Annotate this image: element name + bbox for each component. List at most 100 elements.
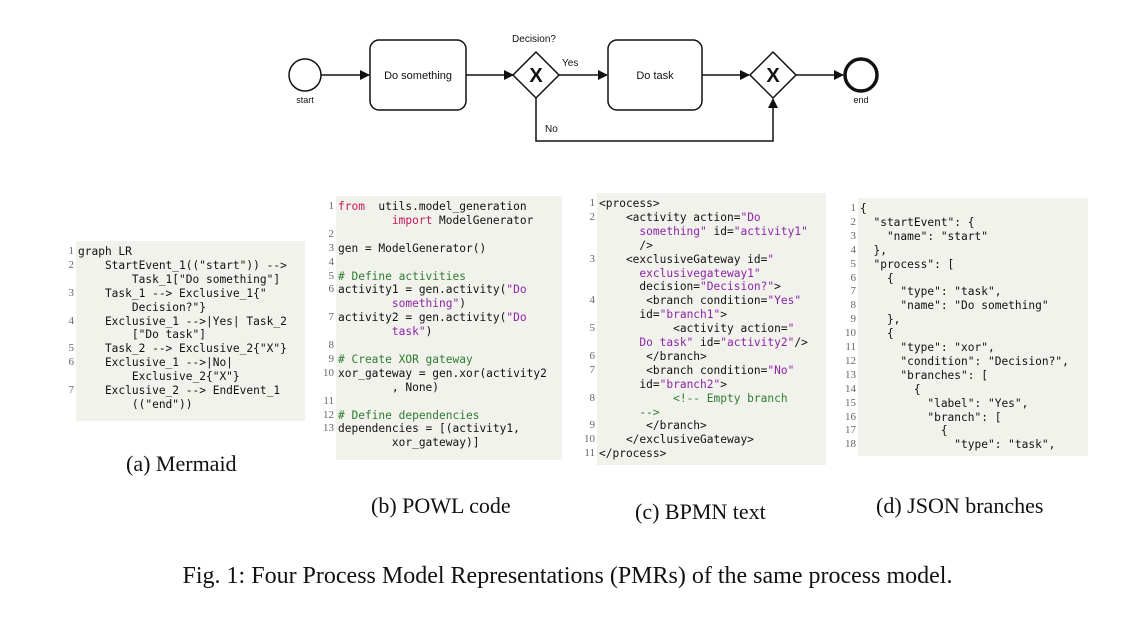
code-token: "No"	[767, 363, 795, 377]
code-line: },	[860, 243, 887, 257]
code-token: activity1 = gen.activity(	[338, 283, 507, 297]
code-line: # Define activities	[338, 270, 466, 284]
code-line: -->	[599, 405, 660, 420]
code-token: "Do	[506, 311, 527, 325]
code-token: >	[720, 308, 727, 322]
code-line: # Define dependencies	[338, 409, 479, 423]
code-token: # Define dependencies	[338, 408, 480, 422]
code-line: />	[599, 239, 652, 253]
code-token: activity2 = gen.activity(	[338, 311, 507, 325]
code-token: </branch>	[599, 349, 707, 363]
code-line: <!-- Empty branch	[599, 392, 788, 406]
code-line: task")	[338, 325, 432, 339]
code-line: (("end"))	[78, 397, 193, 411]
code-line: {	[860, 382, 921, 396]
code-line: dependencies = [(activity1,	[338, 422, 520, 436]
line-number: 14	[845, 382, 856, 395]
code-token: task"	[338, 325, 426, 339]
code-line: "name": "Do something"	[860, 299, 1049, 313]
line-number: 7	[328, 311, 335, 324]
line-number: 7	[68, 384, 75, 396]
code-token: id=	[693, 336, 721, 349]
code-token: >	[774, 280, 781, 294]
line-number: 1	[850, 202, 857, 214]
line-number: 5	[328, 269, 335, 282]
code-line: something" id="activity1"	[599, 224, 807, 239]
code-token: <activity action=	[599, 322, 788, 336]
code-token: "Yes"	[767, 294, 802, 308]
code-token	[338, 214, 392, 227]
code-token: <exclusiveGateway id=	[599, 252, 768, 266]
code-line: Task_1["Do something"]	[78, 272, 281, 286]
line-number: 1	[68, 245, 75, 257]
code-token: "branch2"	[659, 377, 721, 391]
code-token: import	[391, 213, 433, 227]
task1-label: Do something	[384, 70, 452, 82]
code-token: -->	[599, 405, 660, 419]
code-line: "process": [	[860, 257, 955, 271]
code-line: },	[860, 313, 901, 327]
flow-no	[535, 98, 778, 142]
line-number: 6	[850, 271, 857, 284]
line-number: 12	[323, 408, 334, 421]
code-token: something"	[338, 297, 460, 311]
code-token: <process>	[599, 197, 660, 210]
code-line: # Create XOR gateway	[338, 353, 473, 367]
code-line: xor_gateway)]	[338, 436, 480, 450]
task2-label: Do task	[636, 70, 674, 82]
line-number: 16	[845, 410, 856, 423]
code-token: )	[459, 297, 466, 311]
code-line: {	[860, 327, 894, 341]
code-line: {	[860, 424, 948, 438]
line-number: 5	[589, 322, 596, 335]
code-line: exclusivegateway1"	[599, 266, 761, 281]
code-token: >	[720, 377, 727, 391]
end-event	[843, 57, 879, 93]
code-line: StartEvent_1(("start")) -->	[78, 258, 287, 272]
code-token: id=	[706, 224, 734, 238]
line-number: 4	[850, 243, 857, 256]
code-token: , None)	[338, 380, 440, 394]
code-line: graph LR	[78, 245, 132, 258]
line-number: 15	[845, 396, 856, 409]
line-number: 11	[845, 341, 856, 353]
code-line: </exclusiveGateway>	[599, 433, 754, 447]
code-token: <activity action=	[599, 210, 741, 224]
line-number: 17	[845, 424, 856, 437]
code-line: id="branch2">	[599, 378, 727, 392]
code-line: , None)	[338, 381, 439, 395]
code-line: xor_gateway = gen.xor(activity2	[338, 367, 547, 381]
code-line: "type": "task",	[860, 438, 1056, 452]
code-line: </branch>	[599, 419, 707, 433]
code-token	[599, 392, 673, 405]
code-token: Do task"	[599, 336, 694, 349]
line-number: 1	[328, 200, 335, 212]
code-token: utils.model_generation	[364, 200, 527, 213]
code-token: # Create XOR gateway	[338, 352, 473, 366]
line-number: 5	[850, 257, 857, 270]
code-line: <exclusiveGateway id="	[599, 253, 774, 267]
code-line: Decision?"}	[78, 300, 206, 314]
code-line: <activity action="Do	[599, 211, 761, 225]
code-token: "activity2"	[720, 336, 795, 349]
code-line: Task_1 --> Exclusive_1{"	[78, 286, 267, 300]
line-number: 2	[589, 210, 596, 223]
code-line: import ModelGenerator	[338, 214, 533, 228]
caption-json: (d) JSON branches	[876, 493, 1044, 518]
line-number: 10	[845, 327, 856, 340]
line-number: 11	[584, 447, 595, 460]
line-number: 5	[68, 342, 75, 355]
line-number: 2	[850, 215, 857, 228]
code-token: </branch>	[599, 419, 707, 433]
code-line: Do task" id="activity2"/>	[599, 336, 807, 350]
code-token: </exclusiveGateway>	[599, 433, 754, 447]
gateway-label: Decision?	[512, 34, 556, 45]
code-line: </branch>	[599, 350, 707, 364]
code-line: activity1 = gen.activity("Do	[338, 283, 527, 297]
code-token: exclusivegateway1"	[599, 266, 761, 280]
line-number: 1	[589, 197, 596, 209]
figure-caption: Fig. 1: Four Process Model Representatio…	[182, 563, 953, 589]
code-token: <branch condition=	[599, 363, 768, 377]
code-line: Task_2 --> Exclusive_2{"X"}	[78, 342, 287, 356]
